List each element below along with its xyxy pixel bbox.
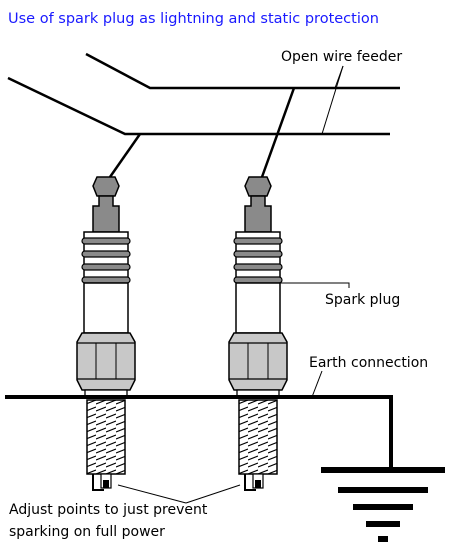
spark-plug-right <box>228 176 288 491</box>
label-open-wire-feeder: Open wire feeder <box>281 49 403 65</box>
label-spark-plug: Spark plug <box>325 292 401 308</box>
ground-symbol-icon <box>321 467 445 542</box>
spark-plug-leader <box>278 282 350 288</box>
label-earth-connection: Earth connection <box>309 355 429 371</box>
adjust-points-leaders <box>117 484 241 504</box>
label-adjust-points-line1: Adjust points to just prevent <box>9 502 208 518</box>
open-wire-feeder <box>7 52 400 136</box>
earth-connection-leader <box>311 370 323 398</box>
earth-conductor <box>5 395 393 470</box>
spark-plug-left <box>76 176 136 491</box>
diagram-title: Use of spark plug as lightning and stati… <box>8 11 379 27</box>
drop-wires <box>108 87 296 178</box>
label-adjust-points-line2: sparking on full power <box>9 524 165 540</box>
feeder-leader-lines <box>321 65 344 135</box>
